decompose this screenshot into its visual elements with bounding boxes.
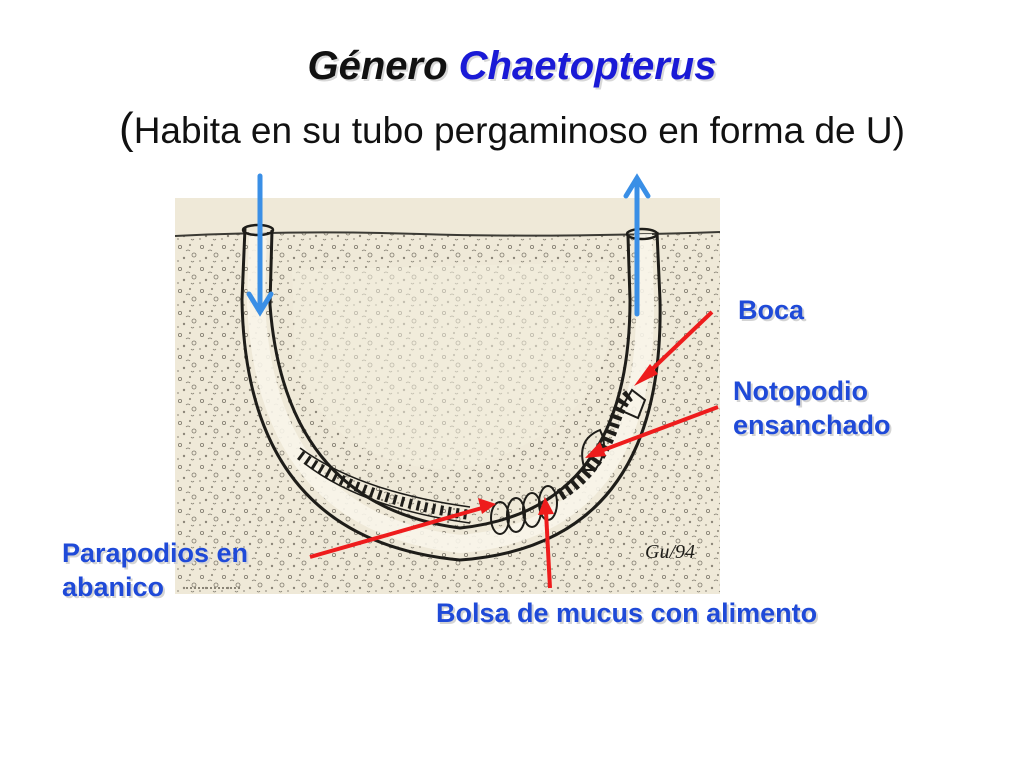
title-genus: Chaetopterus (458, 44, 717, 88)
label-bolsa-de-mucus: Bolsa de mucus con alimento (436, 596, 817, 630)
subtitle-text: Habita en su tubo pergaminoso en forma d… (133, 110, 893, 151)
slide-subtitle: (Habita en su tubo pergaminoso en forma … (0, 104, 1024, 154)
title-prefix: Género (307, 44, 448, 88)
slide-title: Género Chaetopterus (0, 44, 1024, 89)
water-inflow-arrow (246, 173, 274, 317)
worm-head (618, 388, 647, 420)
pointer-arrow-notopodio (585, 405, 719, 458)
tube-lumen (246, 231, 655, 554)
worm-notopodium (581, 428, 605, 471)
label-notopodio-ensanchado: Notopodio ensanchado (733, 374, 891, 442)
artist-signature: Gu/94 (645, 541, 695, 563)
pointer-arrow-parapodios (309, 498, 496, 559)
subtitle-close-paren: ) (892, 110, 905, 151)
label-notopodio-line1: Notopodio (733, 376, 868, 406)
tube-right-opening (625, 227, 659, 241)
illustration-contents (175, 223, 720, 594)
subtitle-open-paren: ( (119, 104, 134, 153)
water-outflow-arrow (623, 173, 651, 317)
inner-clear-area (292, 262, 610, 470)
worm-body-left (297, 450, 471, 520)
label-boca: Boca (738, 293, 804, 327)
pointer-arrow-boca (634, 310, 714, 386)
label-boca-text: Boca (738, 295, 805, 325)
pointer-arrow-bolsa (538, 497, 554, 589)
label-notopodio-line2: ensanchado (733, 410, 891, 440)
label-parapodios-line1: Parapodios en (62, 538, 249, 568)
label-parapodios-line2: abanico (62, 572, 165, 602)
tube-outer-wall (240, 227, 662, 562)
label-bolsa-text: Bolsa de mucus con alimento (436, 598, 818, 628)
tube-inner-wall (268, 229, 632, 530)
label-parapodios-en-abanico: Parapodios en abanico (62, 536, 248, 604)
worm-body-right (556, 389, 634, 501)
